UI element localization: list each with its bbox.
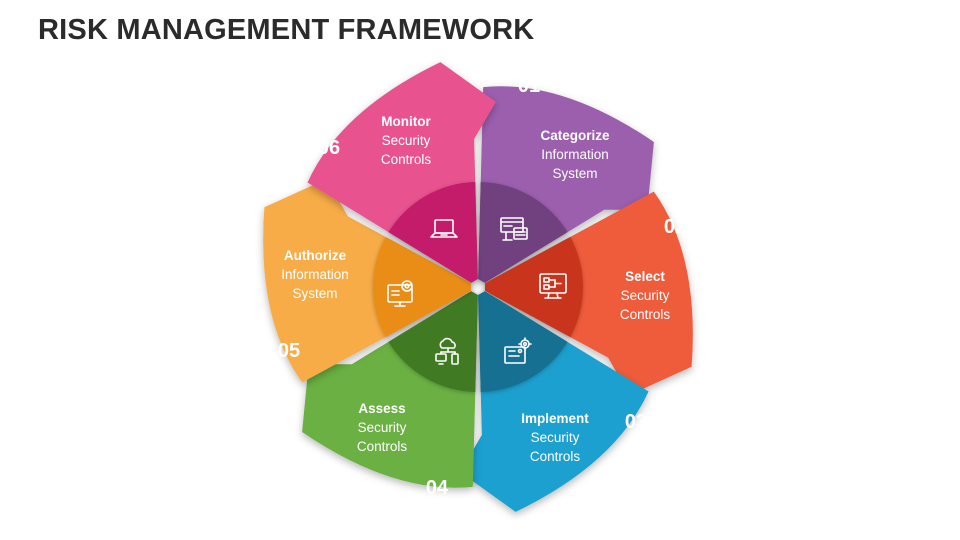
page-title: RISK MANAGEMENT FRAMEWORK xyxy=(38,14,535,46)
server-icon xyxy=(500,217,528,241)
step-number-assess: 04 xyxy=(426,477,449,499)
step-number-authorize: 05 xyxy=(278,340,300,362)
inner-wedge-select xyxy=(485,236,584,338)
segment-authorize xyxy=(263,179,471,383)
circuit-gear-icon xyxy=(504,337,532,364)
step-number-categorize: 01 xyxy=(518,75,540,97)
segment-select xyxy=(485,191,693,395)
step-number-select: 02 xyxy=(664,216,686,238)
inner-wedge-authorize xyxy=(372,236,471,338)
step-number-monitor: 06 xyxy=(318,137,340,159)
cloud-devices-icon xyxy=(435,337,459,365)
inner-wedge-monitor xyxy=(388,182,478,283)
monitor-gear-icon xyxy=(387,280,413,307)
inner-wedge-implement xyxy=(478,291,568,392)
laptop-icon xyxy=(430,219,458,238)
step-number-implement: 03 xyxy=(625,411,647,433)
monitor-flow-icon xyxy=(539,273,567,299)
inner-wedge-assess xyxy=(388,291,478,392)
